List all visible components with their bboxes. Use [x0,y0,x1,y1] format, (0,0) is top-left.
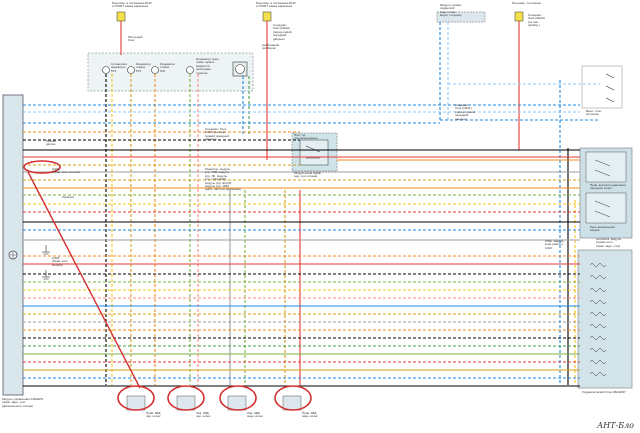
right-module-label: Обкр. модуль корр.(напол.) G310 [545,239,564,250]
suspension-module-box [436,11,486,23]
fuse-right [514,11,524,22]
highlight-sensor-1 [117,385,155,411]
right-ecu-label: Прив. высокого давления передних колес [590,183,626,191]
g302-label: G302 (Прав. конт. колеса) [52,167,80,175]
cluster-gauge [235,64,245,74]
relay-block-label: Пост. пр. под загорожение [294,133,318,141]
relay-block-sub-label: Модуль реле (прав. зад. угол отсека) [294,171,322,179]
top-module-right-label: Модуль упоавл. подвеской (пер. и лев. во… [440,3,463,18]
brake-switch-box [581,65,623,109]
right-switch-label: Выкл. стоп- сигналов [586,109,603,117]
highlight-sensor-4 [274,385,312,411]
hydraulic-block-label: Гидравлический блок АБС/ESP [582,390,626,394]
left-control-module [2,94,24,396]
top-right-block-label: Соединит. блок (ОЕ10) (за лев. прибор.) [528,13,545,28]
cluster-indicator-4-label: Индикатор пере- грева тормоз. жидкости/ … [196,57,220,75]
top-right-supply-label: Пер.напр. постоянно [512,1,542,5]
wheel-sensor-1 [126,395,146,411]
cluster-indicator-3-label: Индикатор отказа N/D [160,62,175,73]
radar-note-label: Радиатор, модуль упр. ATE, модуль упр. Л… [205,167,241,192]
brake-signal-label: Ручник датчик [46,139,56,147]
cluster-title: Комбинация приборов [262,43,280,51]
indicator-lamp-3 [151,66,159,74]
indicator-lamp-2 [127,66,135,74]
sensor-1-label: Прав. 4ВД пер. колес [146,411,161,419]
indicator-lamp-4 [186,66,194,74]
top-block-left-label: Моторный блок [128,35,143,43]
sensor-4-label: Прав. 4ВД задн. колес [302,411,318,419]
sensor-2-label: Лев. 4ВД пер. колес [196,411,211,419]
left-module-label: Модуль управления ATE/EPS (прав. задн. у… [2,397,44,408]
center-connector-label: Соединит. блок (OE4) (за задн. правой пе… [205,127,230,142]
right-actuator-label: Антиблок. модуль, клапан откл. (прав. за… [596,237,622,248]
highlight-sensor-2 [167,385,205,411]
highlight-arrow-line [27,171,141,389]
wheel-sensor-3 [227,395,247,411]
cluster-indicator-1-label: Сигнализат. индикатор 5Т3 [111,62,128,73]
top-fuse-mid-label: Пер.напр. в положении RUN и START замка … [256,1,296,9]
top-fuse-left-label: Пер.напр. в положении RUN и START замка … [112,1,152,9]
indicator-lamp-1 [102,66,110,74]
fuse-left [116,11,126,22]
wheel-sensors [126,395,302,411]
wheel-sensor-4 [282,395,302,411]
brakes-label: Тормоза [62,195,74,199]
highlight-sensor-3 [219,385,257,411]
sensor-3-label: Лев. 4ВД задн. колес [247,411,263,419]
highlight-annotations [23,160,312,411]
highlight-connector [23,160,61,174]
top-block-mid-label: Соединит. блок (ОЕ10) (перед левой перед… [273,23,292,41]
hydraulic-block [577,249,633,389]
cluster-indicator-2-label: Индикатор отказа 5Т3 [136,62,151,73]
right-relay-label: Реле выключения сварки [590,225,615,233]
watermark: АНТ-Бло [597,421,634,430]
right-connector-label: Соединит. блок (ОЕ11) (перед правой пере… [455,103,476,121]
wheel-sensor-2 [176,395,196,411]
fuse-mid [262,11,272,22]
instrument-cluster-box [87,52,254,92]
g303-label: G303 (Прав. конт. колеса) [52,256,69,267]
